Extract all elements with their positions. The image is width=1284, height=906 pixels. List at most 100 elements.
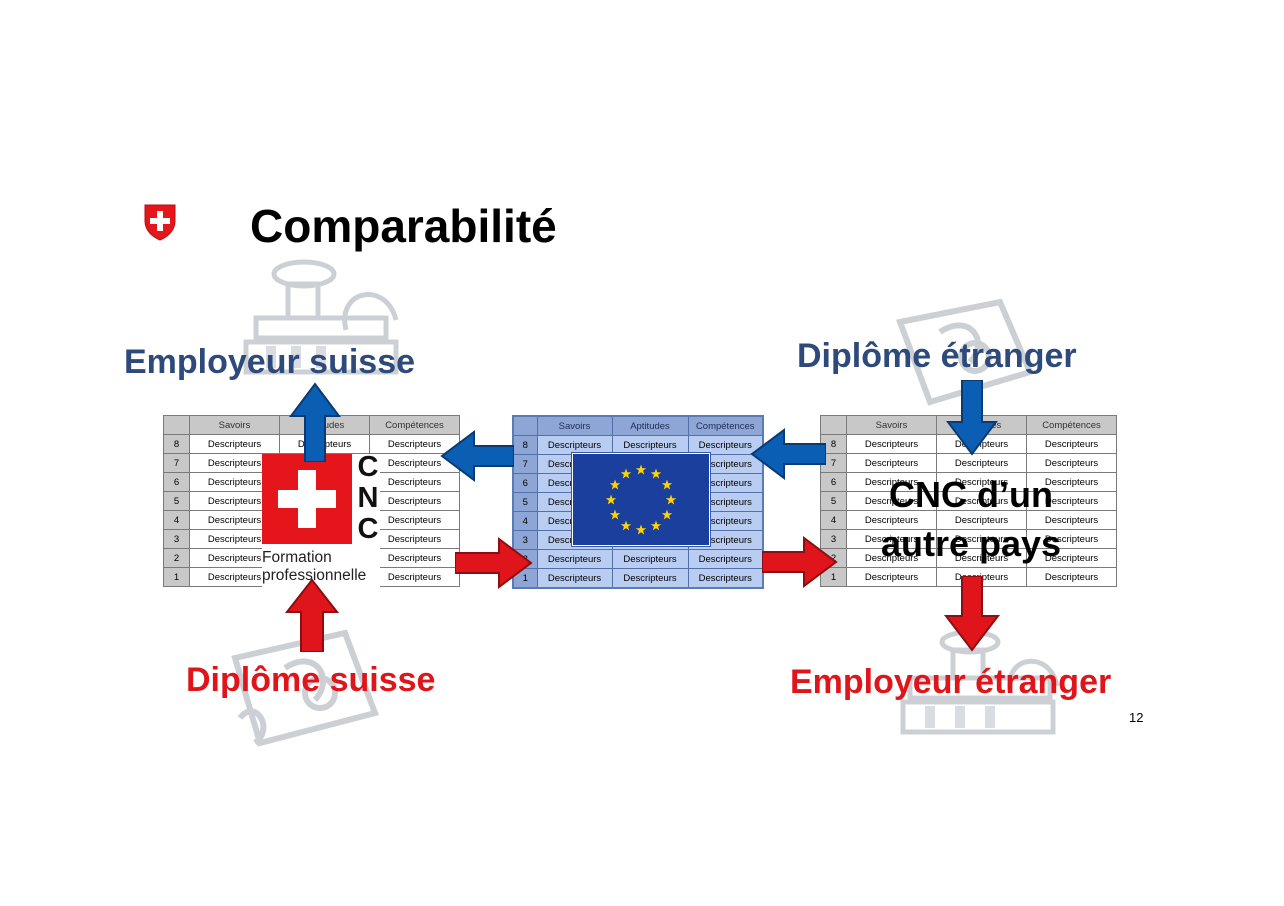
descriptor-cell: Descripteurs bbox=[369, 472, 460, 492]
cnc-other-country-label: CNC d’un autre pays bbox=[880, 474, 1062, 564]
level-cell: 7 bbox=[512, 454, 538, 474]
arrow-left-icon bbox=[750, 428, 826, 480]
descriptor-cell: Descripteurs bbox=[189, 510, 280, 530]
employer-foreign-label: Employeur étranger bbox=[790, 663, 1112, 701]
column-header: Compétences bbox=[369, 415, 460, 435]
column-header: Savoirs bbox=[189, 415, 280, 435]
arrow-up-icon bbox=[285, 578, 339, 652]
descriptor-cell: Descripteurs bbox=[1026, 434, 1117, 454]
descriptor-cell: Descripteurs bbox=[536, 549, 613, 569]
foreign-diploma-label: Diplôme étranger bbox=[797, 337, 1077, 375]
level-cell: 4 bbox=[163, 510, 190, 530]
corner-cell bbox=[163, 415, 190, 435]
descriptor-cell: Descripteurs bbox=[846, 472, 937, 492]
descriptor-cell: Descripteurs bbox=[536, 435, 613, 455]
level-cell: 7 bbox=[163, 453, 190, 473]
descriptor-cell: Descripteurs bbox=[936, 529, 1027, 549]
swiss-shield-icon bbox=[144, 204, 176, 241]
descriptor-cell: Descripteurs bbox=[189, 453, 280, 473]
cnc-logo-line: professionnelle bbox=[262, 567, 367, 584]
descriptor-cell: Descripteurs bbox=[611, 435, 689, 455]
cnc-logo: C N C Formation professionnelle bbox=[262, 452, 380, 588]
descriptor-cell: Descripteurs bbox=[369, 529, 460, 549]
employer-swiss-label: Employeur suisse bbox=[124, 343, 416, 381]
cnc-logo-text: Formation professionnelle bbox=[262, 549, 366, 585]
level-cell: 4 bbox=[512, 511, 538, 531]
eu-star bbox=[605, 494, 617, 505]
level-cell: 5 bbox=[163, 491, 190, 511]
level-cell: 5 bbox=[512, 492, 538, 512]
arrow-right-icon bbox=[762, 536, 838, 588]
eu-star bbox=[635, 524, 647, 535]
descriptor-cell: Descripteurs bbox=[846, 510, 937, 530]
descriptor-cell: Descripteurs bbox=[846, 529, 937, 549]
eu-star bbox=[609, 479, 621, 490]
eu-star bbox=[620, 520, 632, 531]
cnc-letter: N bbox=[357, 482, 379, 514]
swiss-framework-table: Savoirs Aptitudes Compétences 8Descripte… bbox=[163, 415, 460, 587]
page-number: 12 bbox=[1129, 710, 1144, 725]
level-cell: 8 bbox=[820, 434, 847, 454]
descriptor-cell: Descripteurs bbox=[369, 453, 460, 473]
column-header: Savoirs bbox=[846, 415, 937, 435]
column-header: Savoirs bbox=[536, 415, 613, 436]
descriptor-cell: Descripteurs bbox=[1026, 453, 1117, 473]
descriptor-cell: Descripteurs bbox=[687, 568, 764, 589]
eu-star bbox=[650, 520, 662, 531]
column-header: Compétences bbox=[687, 415, 764, 436]
eu-star bbox=[661, 509, 673, 520]
arrow-down-icon bbox=[944, 576, 1000, 652]
descriptor-cell: Descripteurs bbox=[189, 434, 280, 454]
descriptor-cell: Descripteurs bbox=[936, 510, 1027, 530]
level-cell: 3 bbox=[163, 529, 190, 549]
cnc-letter: C bbox=[357, 513, 379, 545]
level-cell: 8 bbox=[163, 434, 190, 454]
descriptor-cell: Descripteurs bbox=[936, 491, 1027, 511]
level-cell: 2 bbox=[163, 548, 190, 568]
diploma-clipart-icon bbox=[895, 298, 1035, 406]
level-cell: 6 bbox=[512, 473, 538, 493]
descriptor-cell: Descripteurs bbox=[936, 548, 1027, 568]
arrow-up-icon bbox=[289, 382, 341, 462]
cnc-letter: C bbox=[357, 451, 379, 483]
arrow-left-icon bbox=[440, 430, 514, 482]
eu-star bbox=[650, 468, 662, 479]
level-cell: 6 bbox=[820, 472, 847, 492]
descriptor-cell: Descripteurs bbox=[189, 491, 280, 511]
level-cell: 1 bbox=[163, 567, 190, 587]
descriptor-cell: Descripteurs bbox=[536, 568, 613, 589]
descriptor-cell: Descripteurs bbox=[369, 567, 460, 587]
descriptor-cell: Descripteurs bbox=[369, 491, 460, 511]
train-clipart-icon bbox=[900, 629, 1060, 735]
arrow-down-icon bbox=[946, 380, 998, 456]
descriptor-cell: Descripteurs bbox=[687, 549, 764, 569]
descriptor-cell: Descripteurs bbox=[611, 568, 689, 589]
descriptor-cell: Descripteurs bbox=[846, 567, 937, 587]
eu-star bbox=[661, 479, 673, 490]
eu-star bbox=[609, 509, 621, 520]
swiss-flag-icon bbox=[262, 454, 352, 544]
corner-cell bbox=[512, 415, 538, 436]
page-title: Comparabilité bbox=[250, 200, 557, 252]
cnc-letters: C N C bbox=[356, 452, 380, 545]
train-clipart-icon bbox=[243, 259, 399, 375]
descriptor-cell: Descripteurs bbox=[936, 434, 1027, 454]
eu-flag-icon bbox=[572, 453, 710, 546]
descriptor-cell: Descripteurs bbox=[189, 548, 280, 568]
descriptor-cell: Descripteurs bbox=[189, 567, 280, 587]
descriptor-cell: Descripteurs bbox=[611, 549, 689, 569]
descriptor-cell: Descripteurs bbox=[369, 510, 460, 530]
arrow-right-icon bbox=[455, 537, 533, 589]
eu-star bbox=[665, 494, 677, 505]
level-cell: 1 bbox=[820, 567, 847, 587]
level-cell: 6 bbox=[163, 472, 190, 492]
column-header: Compétences bbox=[1026, 415, 1117, 435]
